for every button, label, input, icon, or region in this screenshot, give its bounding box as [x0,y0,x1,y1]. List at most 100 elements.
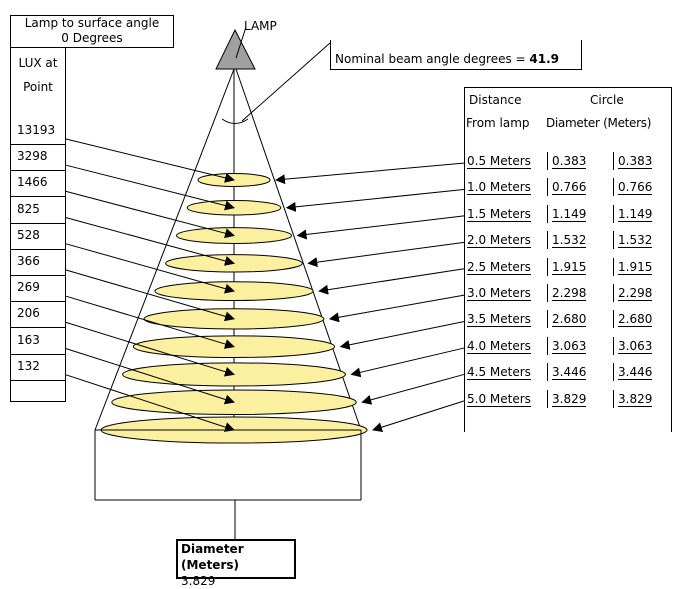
distance-value: 1.0 Meters [467,180,531,196]
diameter-value: 1.532 [552,233,587,249]
lux-arrow [65,138,235,183]
diameter-box-value: 3.829 [181,574,216,588]
distance-header-line2: From lamp [466,116,530,130]
lamp-icon [215,28,256,70]
distance-arrow [372,400,466,433]
angle-box-line1: Lamp to surface angle [24,16,160,30]
angle-box-line2: 0 Degrees [61,31,123,45]
column-divider [613,152,614,170]
distance-row: 2.5 Meters 1.915 1.915 [465,250,672,276]
column-divider [613,363,614,382]
column-divider [613,336,614,355]
diameter-value: 1.149 [618,206,653,222]
beam-angle-label: Nominal beam angle degrees = [335,52,530,66]
distance-value: 3.5 Meters [467,312,531,328]
lux-arrow [65,217,235,266]
lux-value: 13193 [11,119,65,145]
column-divider [547,310,548,329]
lux-value: 206 [11,302,65,329]
beam-angle-value: 41.9 [529,52,560,66]
lux-header-line2: Point [23,80,53,94]
distance-row: 2.0 Meters 1.532 1.532 [465,223,672,250]
lamp-label: LAMP [244,19,277,33]
distance-row: 5.0 Meters 3.829 3.829 [465,382,672,408]
distance-arrow [361,373,466,405]
diameter-value: 3.829 [552,391,587,407]
lux-arrow [65,190,235,239]
diameter-value: 1.149 [552,206,587,222]
diameter-value: 1.915 [552,259,587,275]
diameter-value: 0.766 [552,180,587,196]
distance-value: 5.0 Meters [467,391,531,407]
diameter-value: 2.298 [552,286,587,301]
lux-value: 528 [11,224,65,250]
diameter-value: 3.063 [552,338,587,354]
column-divider [613,389,614,408]
distance-arrow [318,268,466,295]
distance-value: 2.5 Meters [467,259,531,275]
diameter-value: 1.532 [618,233,653,249]
lux-arrow [65,321,235,377]
angle-box: Lamp to surface angle 0 Degrees [10,15,174,48]
lux-value: 132 [11,355,65,381]
cone-left-edge [94,68,235,431]
distance-row: 4.0 Meters 3.063 3.063 [465,329,672,355]
lux-arrow [65,243,235,294]
diameter-box-label: Diameter (Meters) [181,542,244,572]
diameter-value: 3.063 [618,338,653,354]
beam-angle-arc [221,118,249,124]
lux-value: 1466 [11,171,65,198]
column-divider [547,204,548,223]
diameter-box: Diameter (Meters) 3.829 [176,539,296,588]
diameter-value: 0.383 [618,154,653,169]
diameter-value: 3.829 [618,391,653,407]
column-divider [547,257,548,276]
column-divider [547,152,548,170]
diameter-value: 3.446 [552,365,587,381]
column-divider [547,389,548,408]
beam-circle [132,335,336,358]
beam-label-leader [241,42,331,122]
lux-value: 825 [11,198,65,224]
distance-value: 3.0 Meters [467,286,531,301]
distance-arrow [307,241,466,268]
lux-arrow [65,295,235,349]
lux-value: 163 [11,329,65,355]
diameter-value: 2.680 [552,312,587,328]
diameter-header-line2: Diameter (Meters) [546,116,652,130]
distance-arrow [350,347,466,378]
distance-row: 0.5 Meters 0.383 0.383 [465,144,672,170]
column-divider [613,204,614,223]
column-divider [547,363,548,382]
column-divider [613,310,614,329]
lux-arrow [65,348,235,405]
distance-arrow [296,215,466,240]
distance-value: 1.5 Meters [467,206,531,222]
distance-arrow [339,320,466,350]
distance-table: Distance From lamp Circle Diameter (Mete… [464,87,672,432]
diameter-value: 0.383 [552,154,587,169]
distance-row: 1.5 Meters 1.149 1.149 [465,197,672,223]
distance-value: 4.5 Meters [467,365,531,381]
lux-value: 366 [11,250,65,276]
beam-angle-box: Nominal beam angle degrees = 41.9 [330,40,582,70]
column-divider [547,284,548,302]
distance-value: 2.0 Meters [467,233,531,249]
distance-arrow [285,188,466,212]
lux-arrow [65,374,235,432]
distance-arrow [328,294,466,323]
column-divider [613,231,614,250]
lux-arrow [65,269,235,322]
lux-header-line1: LUX at [18,56,58,70]
distance-value: 0.5 Meters [467,154,531,169]
lamp-label-leader [235,26,247,59]
column-divider [613,178,614,197]
diameter-value: 1.915 [618,259,653,275]
distance-value: 4.0 Meters [467,338,531,354]
diameter-header-line1: Circle [590,93,624,107]
